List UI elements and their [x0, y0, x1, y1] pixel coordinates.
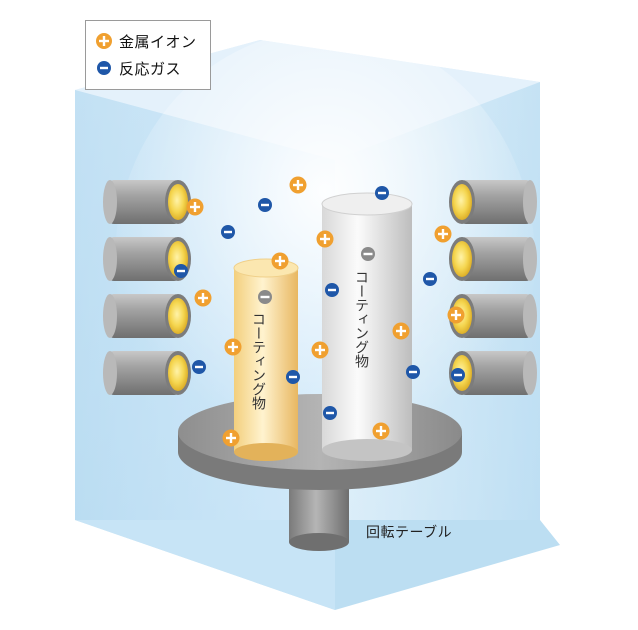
plus-circle-icon	[96, 33, 112, 49]
reactive-gas-minus-icon	[323, 406, 337, 420]
metal-ion-plus-icon	[186, 198, 204, 216]
metal-ion-plus-icon	[372, 422, 390, 440]
table-shaft-bottom	[289, 533, 349, 551]
reactive-gas-minus-icon	[174, 264, 188, 278]
minus-circle-icon	[258, 290, 272, 304]
metal-ion-plus-icon	[316, 230, 334, 248]
table-top	[178, 394, 462, 470]
metal-ion-plus-icon	[194, 289, 212, 307]
legend-item-reactive-gas: 反応ガス	[96, 58, 181, 78]
metal-ion-plus-icon	[311, 341, 329, 359]
coating-object-label-large: コーティング物	[353, 270, 369, 369]
legend: 金属イオン 反応ガス	[85, 20, 211, 90]
reactive-gas-minus-icon	[325, 283, 339, 297]
legend-label-metal-ion: 金属イオン	[119, 32, 197, 51]
left-target	[103, 351, 191, 395]
right-target	[449, 180, 537, 224]
metal-ion-plus-icon	[434, 225, 452, 243]
metal-ion-plus-icon	[271, 252, 289, 270]
reactive-gas	[174, 186, 465, 420]
legend-item-metal-ion: 金属イオン	[96, 31, 197, 51]
legend-label-reactive-gas: 反応ガス	[119, 59, 182, 78]
minus-circle-icon	[97, 61, 111, 75]
reactive-gas-minus-icon	[221, 225, 235, 239]
metal-ion-plus-icon	[447, 306, 465, 324]
metal-ion-plus-icon	[289, 176, 307, 194]
reactive-gas-minus-icon	[451, 368, 465, 382]
reactive-gas-minus-icon	[258, 198, 272, 212]
metal-ion-plus-icon	[392, 322, 410, 340]
coating-object-small	[233, 258, 299, 461]
reactive-gas-minus-icon	[406, 365, 420, 379]
reactive-gas-minus-icon	[286, 370, 300, 384]
reactive-gas-minus-icon	[423, 272, 437, 286]
left-targets	[103, 180, 191, 395]
minus-circle-icon	[361, 247, 375, 261]
coating-object-label-small: コーティング物	[250, 312, 266, 411]
left-target	[103, 294, 191, 338]
metal-ion-plus-icon	[222, 429, 240, 447]
metal-ions	[186, 176, 465, 447]
rotating-table-label: 回転テーブル	[366, 525, 453, 541]
metal-ion-plus-icon	[224, 338, 242, 356]
reactive-gas-minus-icon	[375, 186, 389, 200]
right-target	[449, 237, 537, 281]
left-target	[103, 180, 191, 224]
chamber-floor-left	[75, 520, 335, 610]
reactive-gas-minus-icon	[192, 360, 206, 374]
